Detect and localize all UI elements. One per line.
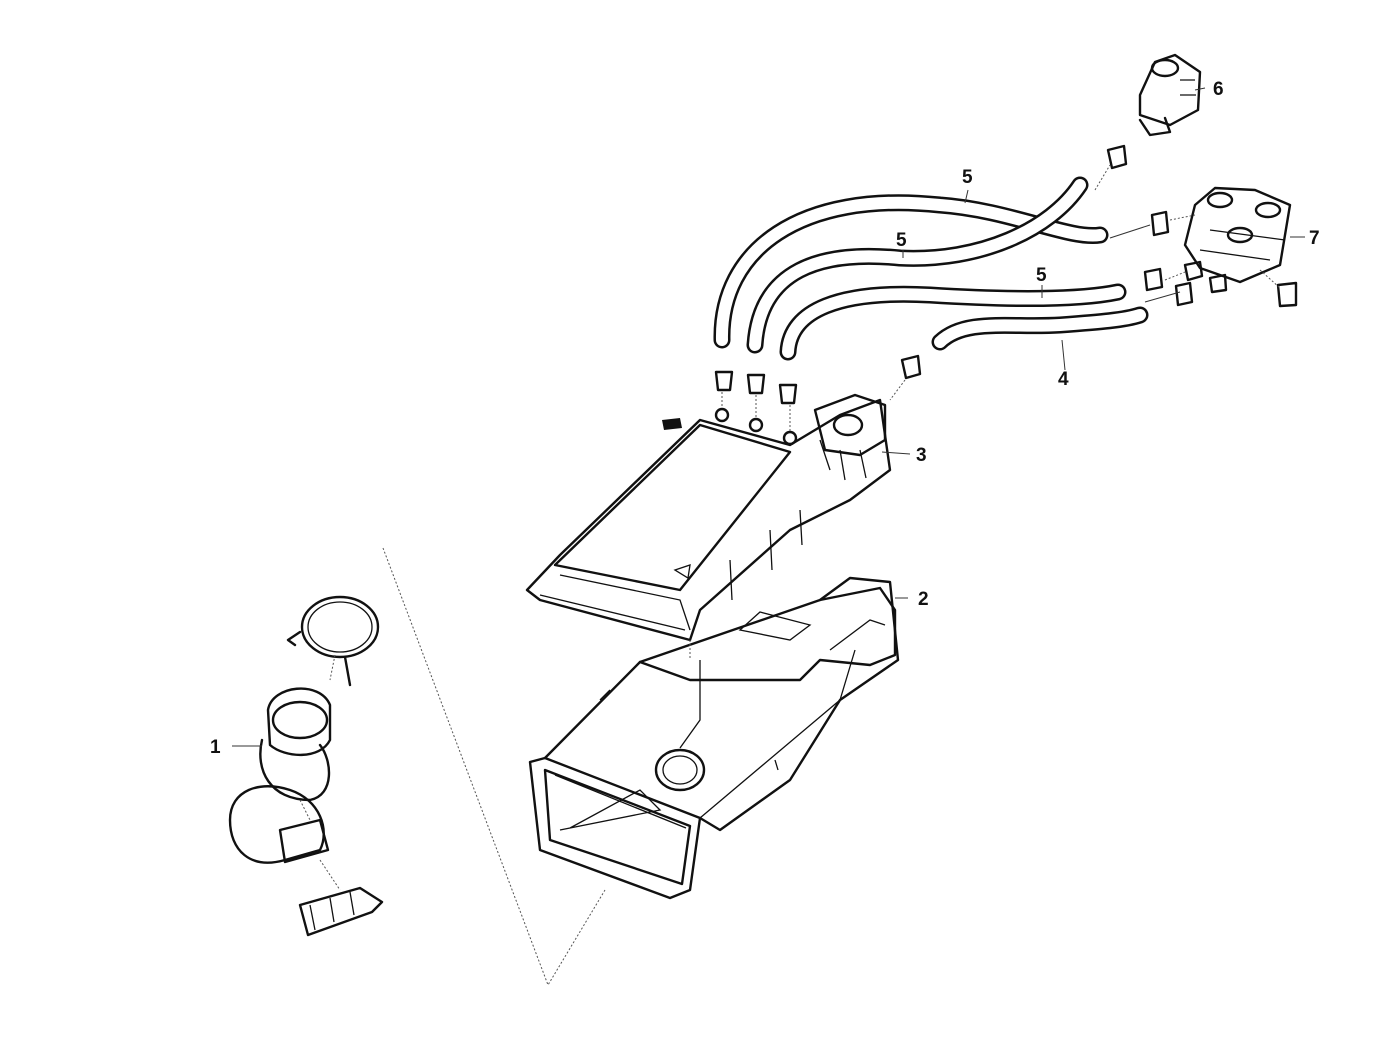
callout-4: 4 [1058,369,1069,390]
callout-2: 2 [918,589,929,610]
inlet-valve-multi [1183,186,1292,294]
callout-6: 6 [1213,79,1224,100]
hose-4 [931,306,1149,351]
leader-lines [232,87,1305,747]
hose-5-a [713,194,1109,349]
callout-3: 3 [916,445,927,466]
reference-outline [382,547,606,987]
hose-5-c [779,283,1127,361]
callout-5-a: 5 [962,167,973,188]
callout-5-c: 5 [1036,265,1047,286]
inlet-valve-single [1138,53,1202,137]
hose-clamps [714,144,1298,446]
callout-7: 7 [1309,228,1320,249]
bellows-assembly [228,595,384,937]
callout-1: 1 [210,737,221,758]
callout-5-b: 5 [896,230,907,251]
callout-labels: 1 2 3 4 5 5 5 6 7 [210,79,1320,758]
detergent-drawer [528,576,900,900]
hose-5-b [746,176,1089,354]
dispenser-housing [525,393,892,642]
